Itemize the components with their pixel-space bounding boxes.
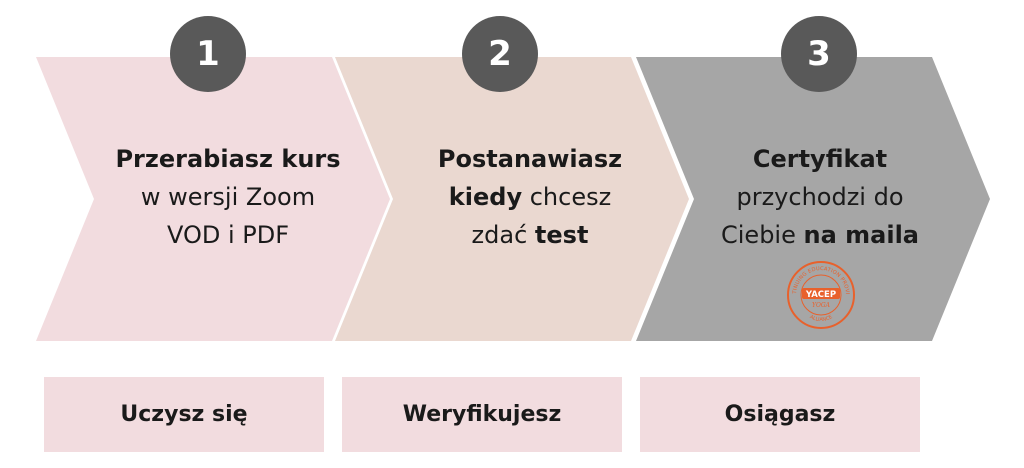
step-2-title: Postanawiasz [437,145,623,173]
svg-text:YOGA: YOGA [812,302,831,309]
stage-label-achieve: Osiągasz [640,377,920,452]
step-2-when: kiedy [448,183,523,211]
step-2-chevron [335,57,689,341]
step-2-number-badge: 2 [462,16,538,92]
step-2-description: Postanawiasz kiedy chcesz zdać test [410,140,650,254]
stage-label-learn: Uczysz się [44,377,324,452]
svg-text:ALLIANCE: ALLIANCE [808,314,833,323]
step-2-test: test [534,221,589,249]
step-1-chevron [36,57,390,341]
step-3-line-3-start: Ciebie [721,221,804,249]
step-3-number-badge: 3 [781,16,857,92]
step-1-description: Przerabiasz kurs w wersji Zoom VOD i PDF [108,140,348,254]
yacep-seal-logo: CONTINUING EDUCATION PROVIDER ALLIANCE Y… [786,260,855,329]
svg-text:YACEP: YACEP [805,290,836,300]
step-1-title: Przerabiasz kurs [115,145,341,173]
step-3-line-2: przychodzi do [736,183,904,211]
step-3-description: Certyfikat przychodzi do Ciebie na maila [700,140,940,254]
step-1-line-3: VOD i PDF [166,221,290,249]
step-3-title: Certyfikat [752,145,888,173]
step-3-chevron [636,57,990,341]
step-1-number-badge: 1 [170,16,246,92]
step-1-line-2: w wersji Zoom [140,183,316,211]
step-2-line-3-start: zdać [471,221,535,249]
stage-label-verify: Weryfikujesz [342,377,622,452]
step-3-email: na maila [803,221,920,249]
step-2-line-2-rest: chcesz [522,183,612,211]
